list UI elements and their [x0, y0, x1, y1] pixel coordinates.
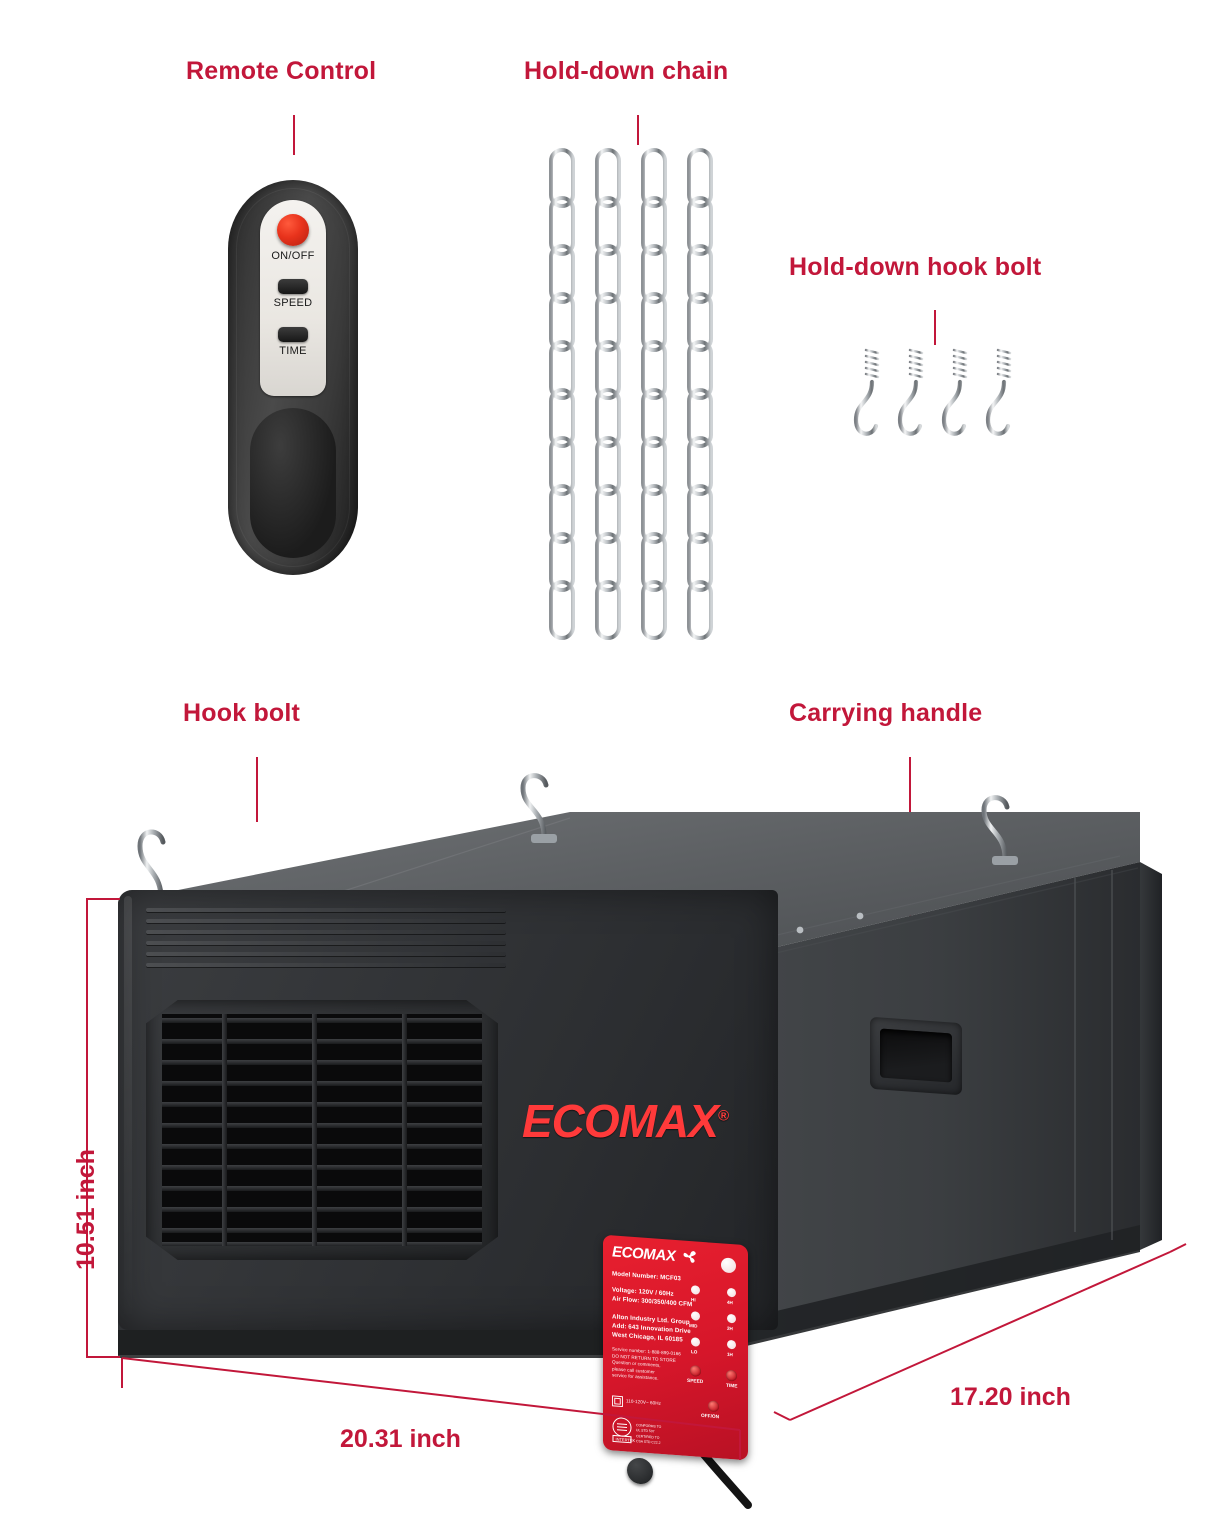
hold-down-hook-bolt-group — [852, 340, 1018, 465]
control-spec-plate: ECOMAX Model Number: MCF03 — [603, 1234, 748, 1461]
leader-line-remote-control — [293, 115, 295, 155]
remote-keypad: ON/OFF SPEED TIME — [260, 200, 326, 396]
plate-model-label: Model Number: — [612, 1270, 659, 1281]
led-4h — [727, 1287, 736, 1298]
intake-grille — [146, 1000, 498, 1260]
remote-speed-button[interactable] — [278, 279, 308, 294]
dimension-tick-height-top — [86, 898, 120, 900]
callout-hook-bolt: Hook bolt — [183, 699, 301, 727]
led-mid — [691, 1311, 700, 1321]
dimension-label-width: 20.31 inch — [340, 1425, 461, 1453]
power-knob[interactable] — [627, 1457, 653, 1485]
carrying-handle-recess — [880, 1028, 952, 1083]
svg-text:CSA STD C22.2: CSA STD C22.2 — [636, 1439, 661, 1445]
dimension-tick-height-bottom — [86, 1356, 120, 1358]
plate-airflow-label: Air Flow: — [612, 1295, 640, 1305]
class-ii-icon — [612, 1395, 623, 1408]
hook-bolt-illustration — [853, 340, 1012, 436]
grille-louvers — [162, 1014, 482, 1246]
brand-logo: ECOMAX® — [522, 1094, 729, 1148]
remote-time-label: TIME — [279, 345, 307, 357]
hold-down-chain-group — [548, 144, 718, 664]
dimension-line-depth — [773, 1243, 1187, 1421]
fan-icon — [683, 1251, 696, 1263]
callout-carrying-handle: Carrying handle — [789, 699, 983, 727]
remote-on-off-label: ON/OFF — [271, 250, 315, 262]
cabinet-front-face: ECOMAX® ECOMAX Mod — [118, 890, 778, 1485]
leader-line-hold-down-hook-bolt — [934, 310, 936, 345]
power-indicator-led — [721, 1257, 736, 1274]
svg-text:CERTIFIED TO: CERTIFIED TO — [636, 1434, 660, 1440]
dimension-line-width — [121, 1357, 741, 1460]
front-top-slats — [146, 908, 506, 980]
plate-model-value: MCF03 — [660, 1273, 681, 1283]
leader-line-hold-down-chain — [637, 115, 639, 145]
led-label-hi: HI — [691, 1297, 696, 1303]
callout-hold-down-hook-bolt: Hold-down hook bolt — [789, 253, 1042, 281]
remote-control: ON/OFF SPEED TIME — [228, 180, 358, 575]
dimension-label-depth: 17.20 inch — [950, 1383, 1071, 1411]
callout-remote-control: Remote Control — [186, 57, 377, 85]
brand-logo-text: ECOMAX — [522, 1095, 719, 1147]
carrying-handle[interactable] — [870, 1016, 962, 1096]
led-hi — [691, 1285, 700, 1295]
leader-line-hook-bolt — [256, 757, 258, 822]
led-label-4h: 4H — [727, 1299, 733, 1306]
dimension-label-height: 10.51 inch — [72, 1149, 100, 1270]
svg-text:UL STD 507: UL STD 507 — [636, 1428, 655, 1433]
remote-on-off-button[interactable] — [277, 214, 309, 246]
remote-body-lower — [250, 408, 336, 558]
svg-text:CONFORMS TO: CONFORMS TO — [636, 1423, 662, 1429]
brand-trademark: ® — [717, 1107, 729, 1125]
certification-marks: INTERTEK CONFORMS TO UL STD 507 CERTIFIE… — [611, 1412, 681, 1447]
remote-speed-label: SPEED — [273, 297, 313, 309]
remote-time-button[interactable] — [278, 327, 308, 342]
svg-text:INTERTEK: INTERTEK — [616, 1437, 636, 1443]
air-filtration-unit: ECOMAX® ECOMAX Mod — [100, 770, 1170, 1509]
plate-airflow-value: 300/350/400 CFM — [641, 1297, 693, 1309]
dimension-line-height — [86, 898, 88, 1358]
chain-illustration — [549, 148, 713, 640]
led-label-mid: MID — [689, 1322, 698, 1329]
etl-certification-icon: INTERTEK CONFORMS TO UL STD 507 CERTIFIE… — [612, 1417, 662, 1445]
led-2h — [727, 1313, 736, 1324]
callout-hold-down-chain: Hold-down chain — [524, 57, 729, 85]
